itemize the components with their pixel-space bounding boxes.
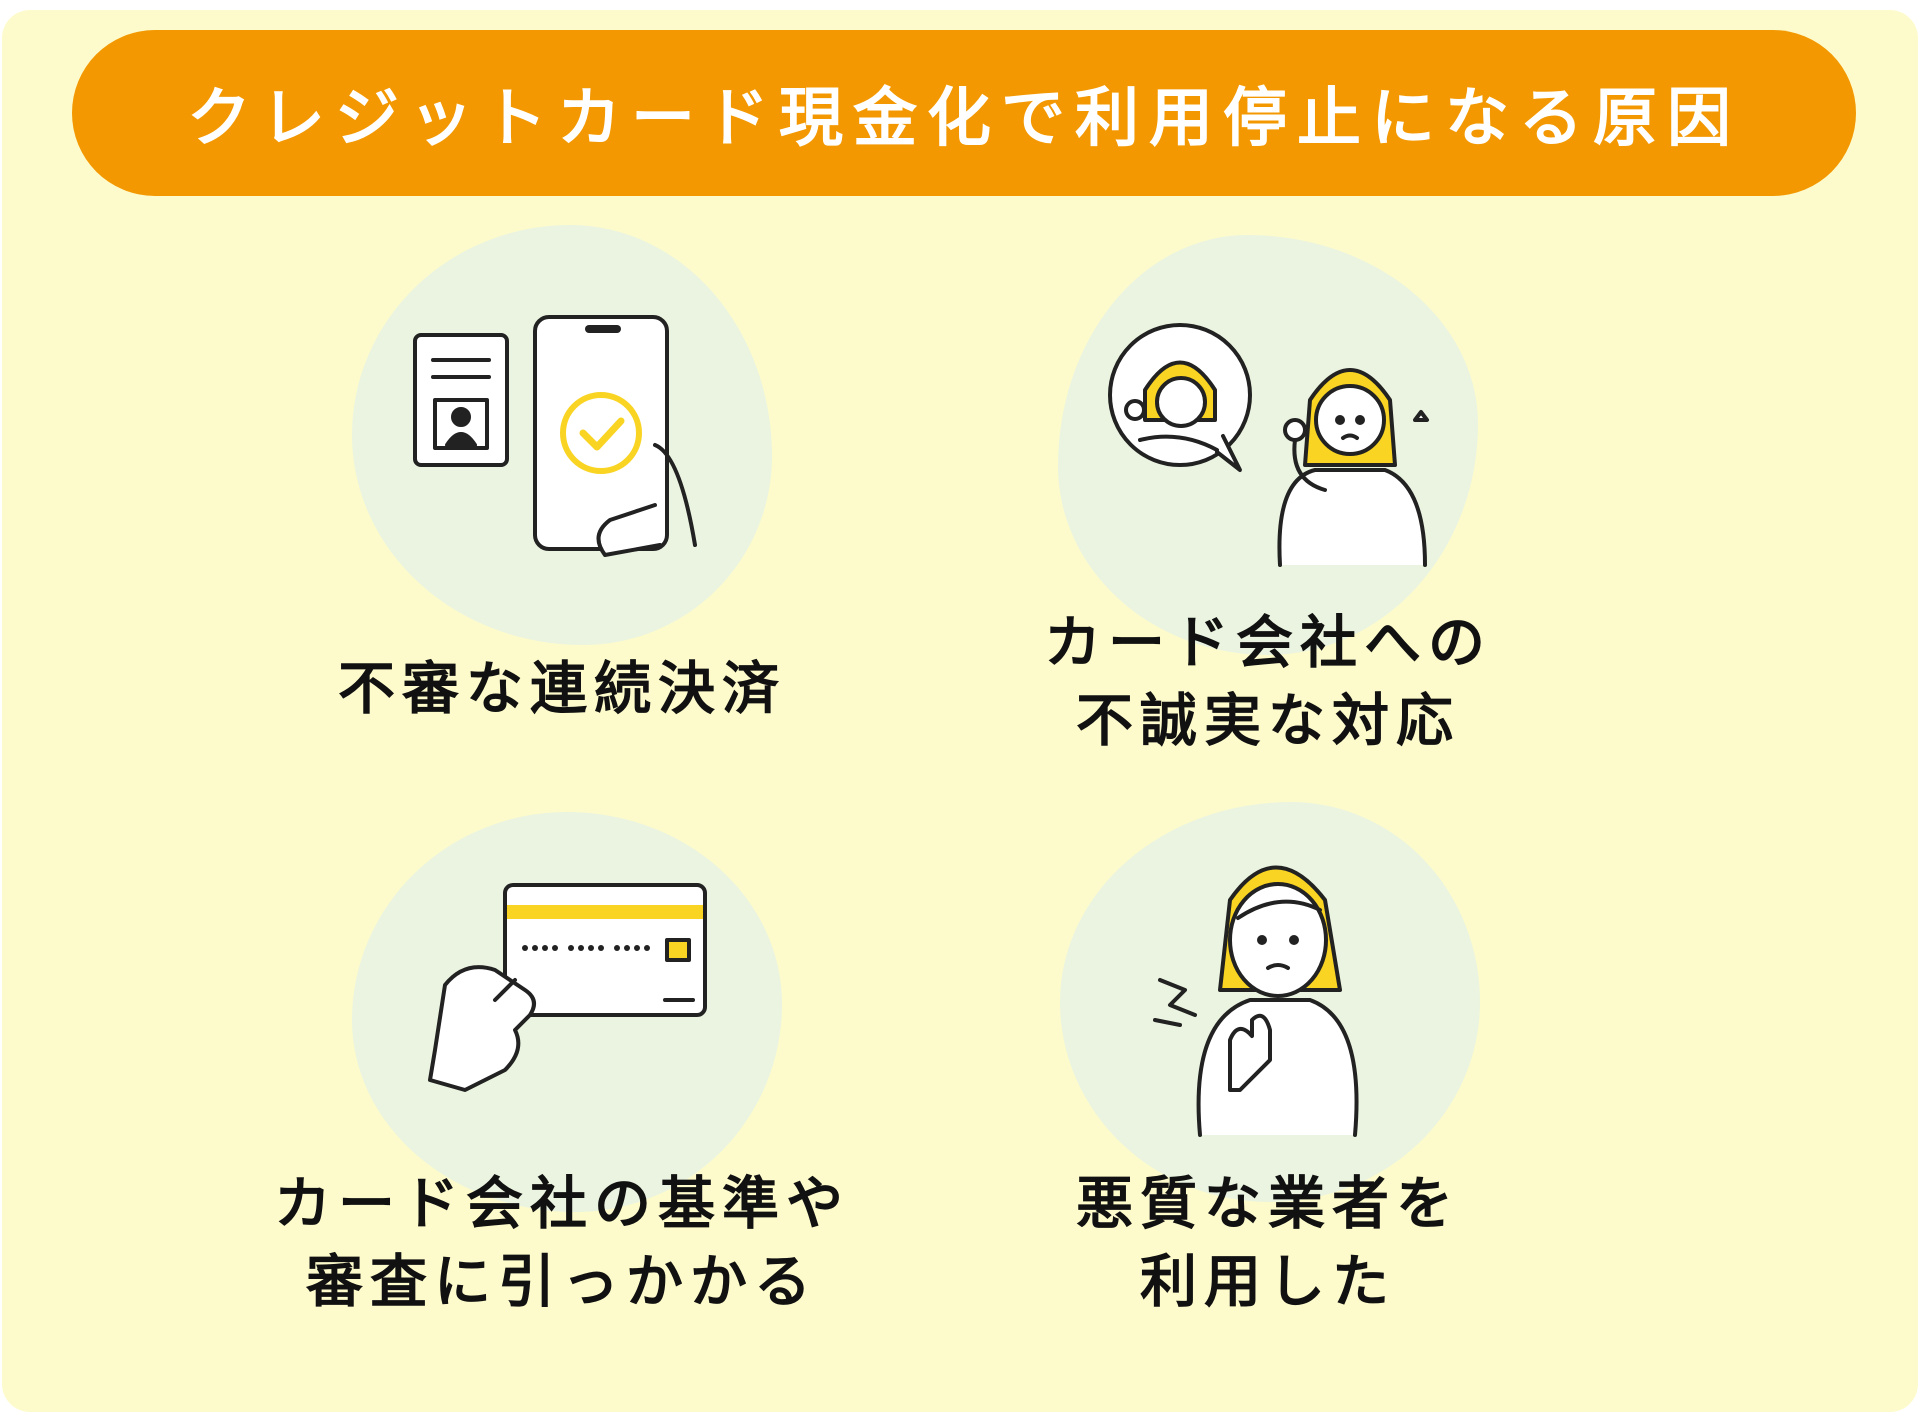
reason-caption-3: カード会社の基準や 審査に引っかかる xyxy=(232,1165,892,1321)
worried-woman-icon xyxy=(1153,865,1359,1137)
caption-line: 不誠実な対応 xyxy=(1076,688,1460,754)
caption-line: カード会社への xyxy=(1044,610,1492,676)
phone-id-verification-icon xyxy=(413,315,697,557)
infographic-panel xyxy=(2,10,1918,1412)
woman-phone-call-icon xyxy=(1108,323,1429,567)
reason-caption-1: 不審な連続決済 xyxy=(262,650,862,728)
reason-caption-2: カード会社への 不誠実な対応 xyxy=(968,604,1568,760)
caption-line: 利用した xyxy=(1140,1249,1396,1315)
title-banner: クレジットカード現金化で利用停止になる原因 xyxy=(72,30,1856,196)
illustration-background xyxy=(1058,235,1478,655)
hand-credit-card-icon xyxy=(428,883,707,1092)
page-title: クレジットカード現金化で利用停止になる原因 xyxy=(187,82,1741,156)
caption-line: 不審な連続決済 xyxy=(338,656,786,722)
caption-line: 悪質な業者を xyxy=(1076,1171,1460,1237)
reason-caption-4: 悪質な業者を 利用した xyxy=(968,1165,1568,1321)
caption-line: カード会社の基準や xyxy=(274,1171,850,1237)
caption-line: 審査に引っかかる xyxy=(306,1249,818,1315)
